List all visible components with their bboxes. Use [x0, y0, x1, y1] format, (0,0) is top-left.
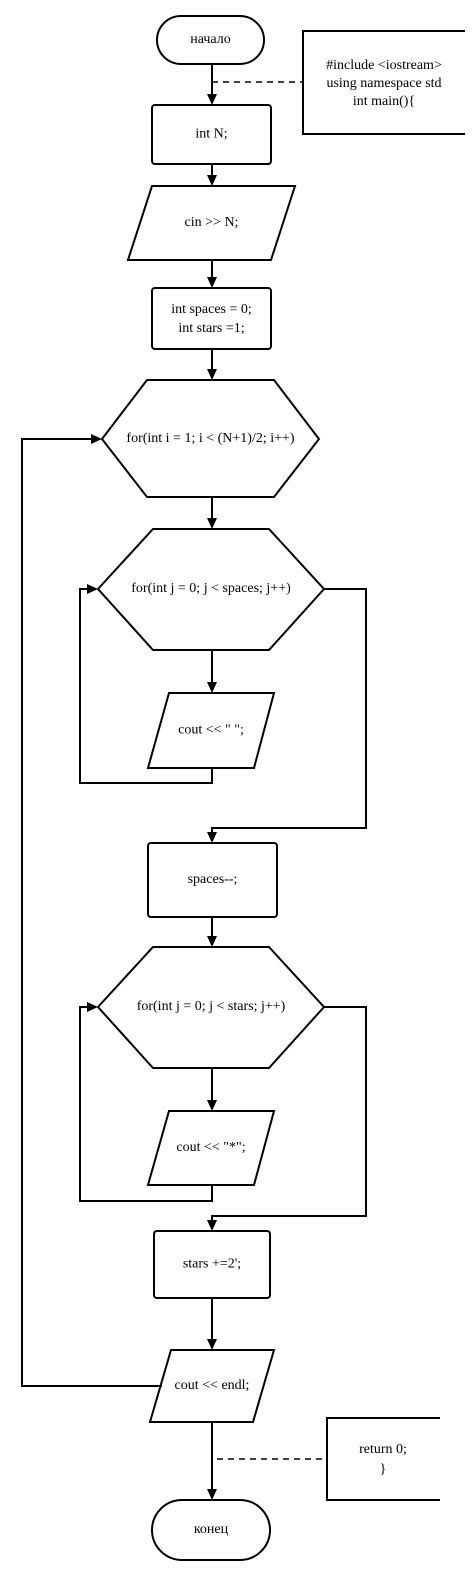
loop-i-hexagon: for(int i = 1; i < (N+1)/2; i++): [100, 379, 321, 498]
input-n-io: cin >> N;: [126, 185, 297, 261]
print-star-io: cout << "*";: [146, 1110, 276, 1186]
init-line-2: int stars =1;: [178, 321, 244, 336]
preamble-line-2: using namespace std: [326, 76, 441, 91]
loop-stars-hexagon: for(int j = 0; j < stars; j++): [96, 946, 326, 1069]
loop-i-label: for(int i = 1; i < (N+1)/2; i++): [126, 431, 295, 446]
preamble-line-3: int main(){: [353, 94, 415, 109]
start-label: начало: [190, 32, 231, 47]
print-endl-io: cout << endl;: [148, 1349, 276, 1423]
print-space-io: cout << " ";: [146, 692, 276, 769]
edge-dec-loop-stars: [207, 917, 217, 947]
print-star-label: cout << "*";: [176, 1140, 245, 1155]
start-terminal: начало: [156, 15, 265, 65]
end-label: конец: [194, 1522, 229, 1537]
epilogue-line-2: }: [380, 1462, 387, 1477]
edge-declare-input: [207, 164, 217, 186]
edge-loop-i-loop-spaces: [207, 497, 217, 529]
inc-stars-label: stars +=2';: [183, 1257, 241, 1272]
declare-n-label: int N;: [195, 127, 227, 142]
declare-n-process: int N;: [151, 104, 272, 165]
loop-spaces-label: for(int j = 0; j < spaces; j++): [131, 581, 291, 596]
inc-stars-process: stars +=2';: [153, 1230, 271, 1299]
edge-stars-loopback: [79, 1002, 213, 1202]
edge-start-declare: [207, 64, 217, 105]
epilogue-line-1: return 0;: [359, 1442, 407, 1457]
edge-spaces-exit: [207, 588, 367, 843]
input-n-label: cin >> N;: [185, 215, 239, 230]
init-line-1: int spaces = 0;: [171, 302, 252, 317]
preamble-annotation: #include <iostream> using namespace std …: [302, 30, 465, 135]
edge-outer-loopback: [21, 434, 162, 1387]
preamble-line-1: #include <iostream>: [326, 58, 442, 73]
dec-spaces-label: spaces--;: [188, 872, 238, 887]
init-process: int spaces = 0; int stars =1;: [151, 287, 272, 350]
loop-spaces-hexagon: for(int j = 0; j < spaces; j++): [96, 528, 326, 651]
end-terminal: конец: [151, 1499, 271, 1561]
edge-input-init: [207, 260, 217, 288]
epilogue-annotation: return 0; }: [326, 1417, 440, 1501]
dec-spaces-process: spaces--;: [147, 842, 278, 918]
edge-loop-spaces-print: [207, 650, 217, 693]
edge-spaces-loopback: [79, 584, 213, 784]
print-endl-label: cout << endl;: [175, 1378, 250, 1393]
edge-stars-exit: [207, 1006, 367, 1231]
edge-loop-stars-print: [207, 1068, 217, 1111]
edge-endl-end: [207, 1422, 217, 1500]
loop-stars-label: for(int j = 0; j < stars; j++): [137, 999, 286, 1014]
edge-init-loop-i: [207, 349, 217, 380]
print-space-label: cout << " ";: [178, 723, 244, 738]
edge-inc-endl: [207, 1298, 217, 1350]
